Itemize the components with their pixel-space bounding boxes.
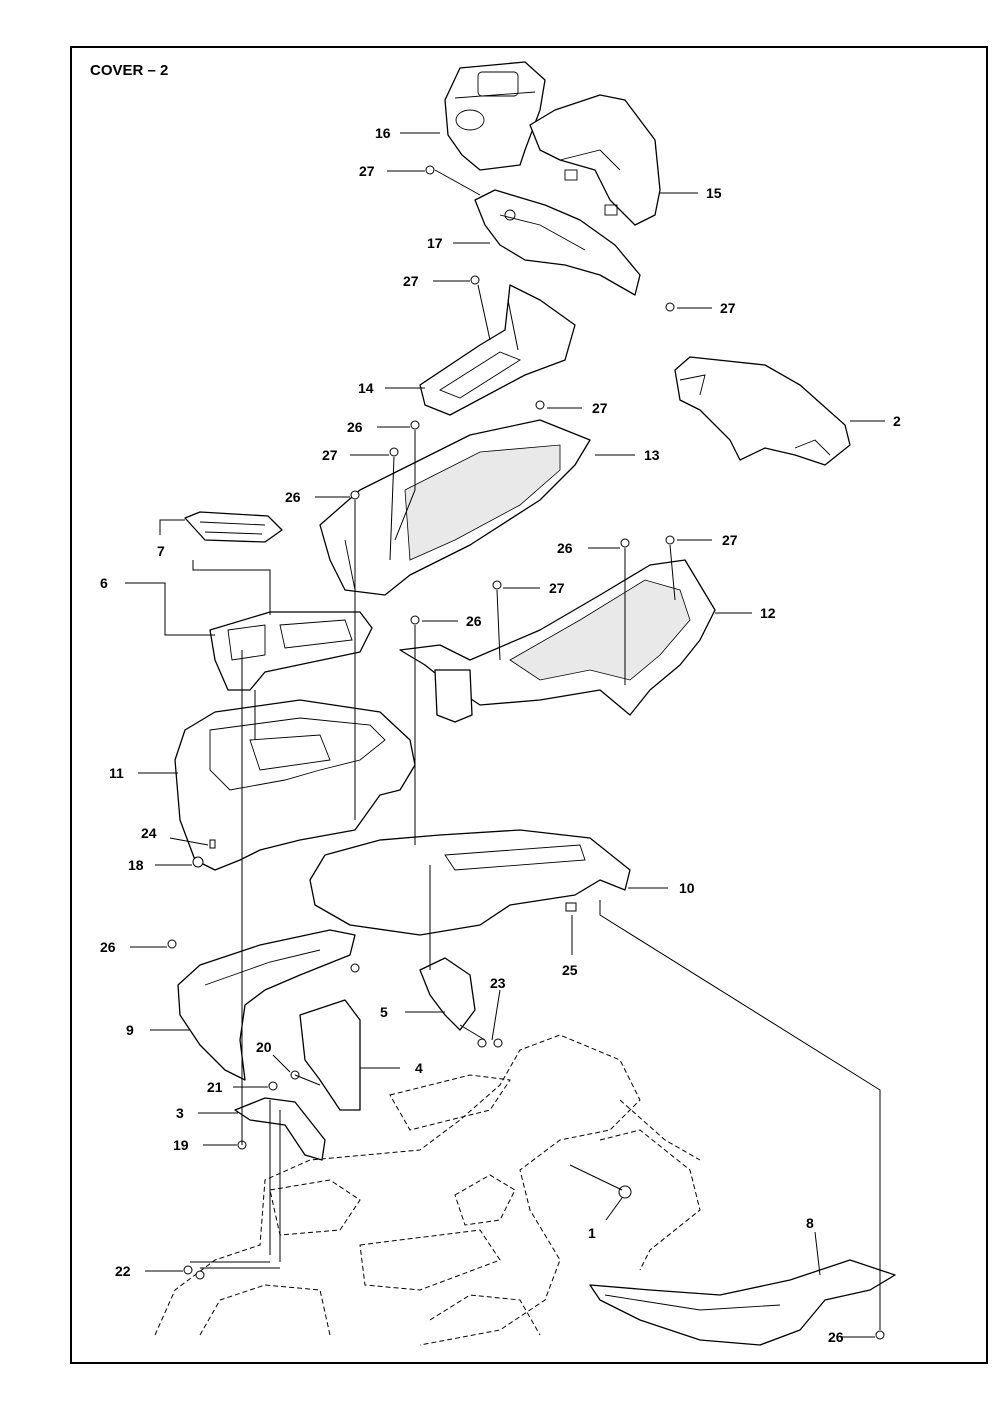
callout-16: 16 — [375, 125, 391, 141]
part-15-dashboard-shell — [529, 94, 661, 226]
part-6-tray — [209, 611, 373, 691]
callout-21: 21 — [207, 1079, 223, 1095]
part-14-dash-panel — [419, 284, 576, 416]
screw-27-b — [665, 302, 675, 312]
callout-17: 17 — [427, 235, 443, 251]
callout-7: 7 — [157, 543, 165, 559]
callout-20: 20 — [256, 1039, 272, 1055]
callout-1: 1 — [588, 1225, 596, 1241]
part-8-rear-bumper — [589, 1259, 896, 1346]
part-17-column-cover — [474, 189, 641, 296]
part-16-console-top — [444, 61, 546, 171]
callout-27-b: 27 — [720, 300, 736, 316]
callout-26-b: 26 — [285, 489, 301, 505]
screw-26-c — [620, 538, 630, 548]
screw-26-a — [410, 420, 420, 430]
callout-14: 14 — [358, 380, 374, 396]
leader-lines — [125, 132, 885, 1338]
clip-25 — [565, 902, 577, 912]
callout-25: 25 — [562, 962, 578, 978]
screw-27-top — [425, 165, 435, 175]
part-2-side-cover — [674, 356, 851, 466]
callout-6: 6 — [100, 575, 108, 591]
frame-outline-dashed — [154, 1034, 701, 1346]
plug-1 — [618, 1185, 632, 1199]
screw-26-f — [350, 963, 360, 973]
assembly-lines — [190, 169, 881, 1330]
screw-26-b — [350, 490, 360, 500]
callout-24: 24 — [141, 825, 157, 841]
callout-22: 22 — [115, 1263, 131, 1279]
part-4-bracket — [299, 999, 361, 1111]
nut-21 — [268, 1081, 278, 1091]
part-5-bracket — [419, 957, 476, 1031]
callout-26-d: 26 — [466, 613, 482, 629]
callout-27-a: 27 — [403, 273, 419, 289]
callout-5: 5 — [380, 1004, 388, 1020]
callout-27-e: 27 — [722, 532, 738, 548]
callout-8: 8 — [806, 1215, 814, 1231]
screw-27-d — [389, 447, 399, 457]
part-12-mat-right — [399, 559, 716, 723]
callout-4: 4 — [415, 1060, 423, 1076]
callout-26-g: 26 — [828, 1329, 844, 1345]
callout-27-d: 27 — [322, 447, 338, 463]
screw-23-a — [477, 1038, 487, 1048]
screw-27-a — [470, 275, 480, 285]
callout-labels: 16 15 27 17 27 27 14 2 27 26 27 13 26 7 … — [100, 125, 901, 1345]
diagram-frame — [70, 46, 988, 1364]
nut-18 — [192, 856, 204, 868]
callout-2: 2 — [893, 413, 901, 429]
callout-12: 12 — [760, 605, 776, 621]
callout-26-a: 26 — [347, 419, 363, 435]
callout-27-top: 27 — [359, 163, 375, 179]
part-13-mat-left — [319, 419, 591, 596]
callout-27-c: 27 — [592, 400, 608, 416]
screw-27-f — [492, 580, 502, 590]
screw-26-g — [875, 1330, 885, 1340]
callout-19: 19 — [173, 1137, 189, 1153]
screw-27-e — [665, 535, 675, 545]
part-10-rear-fender — [309, 829, 631, 936]
callout-10: 10 — [679, 880, 695, 896]
diagram-title: COVER – 2 — [90, 62, 169, 79]
screw-26-e — [167, 939, 177, 949]
callout-18: 18 — [128, 857, 144, 873]
callout-27-f: 27 — [549, 580, 565, 596]
screw-23-b — [493, 1038, 503, 1048]
part-9-lower-panel — [177, 929, 356, 1081]
callout-26-e: 26 — [100, 939, 116, 955]
callout-23: 23 — [490, 975, 506, 991]
screw-22-a — [183, 1265, 193, 1275]
part-3-mount — [234, 1097, 326, 1161]
callout-11: 11 — [109, 765, 124, 781]
callout-3: 3 — [176, 1105, 184, 1121]
part-7-lid — [184, 511, 283, 543]
screw-26-d — [410, 615, 420, 625]
clip-24 — [209, 839, 216, 849]
screw-22-b — [195, 1270, 205, 1280]
callout-9: 9 — [126, 1022, 134, 1038]
callout-13: 13 — [644, 447, 660, 463]
screw-27-c — [535, 400, 545, 410]
callout-26-c: 26 — [557, 540, 573, 556]
callout-15: 15 — [706, 185, 722, 201]
